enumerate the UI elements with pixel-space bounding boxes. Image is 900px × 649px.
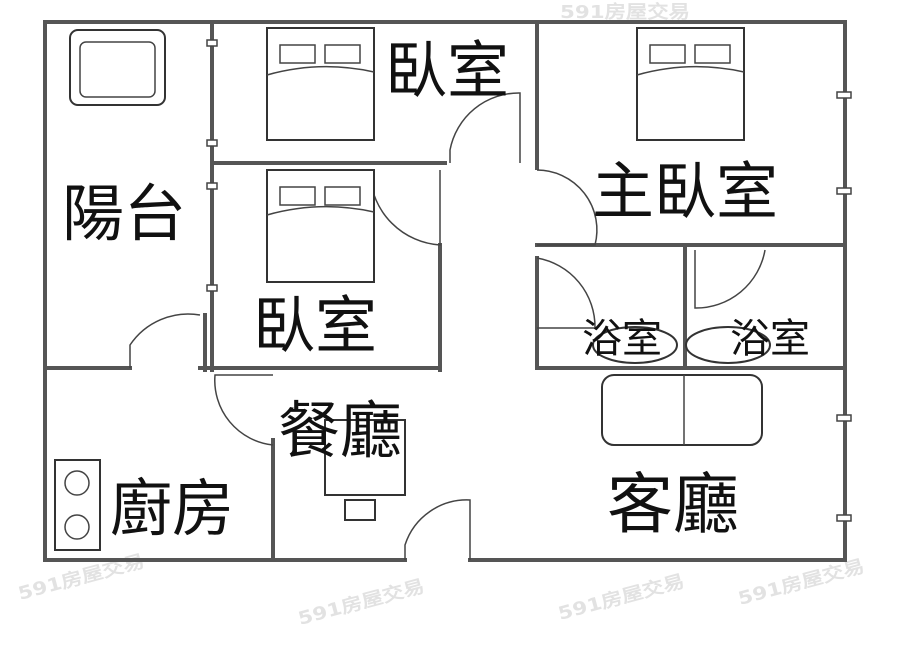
walls: [43, 20, 847, 562]
room-label-balcony: 陽台: [62, 177, 186, 250]
room-label-kitchen: 廚房: [110, 472, 234, 545]
furniture: [54, 27, 771, 551]
watermark: 591房屋交易: [736, 555, 867, 610]
toilet-icon: [685, 326, 771, 364]
room-label-master-bedroom: 主臥室: [592, 155, 778, 228]
watermark: 591房屋交易: [560, 1, 690, 23]
room-label-bedroom-middle: 臥室: [253, 289, 377, 362]
stove-icon: [54, 459, 101, 551]
room-label-dining-room: 餐廳: [278, 394, 402, 467]
room-label-living-room: 客廳: [607, 466, 739, 543]
sink-icon: [69, 29, 166, 106]
room-label-bedroom-top: 臥室: [385, 34, 509, 107]
watermark: 591房屋交易: [296, 575, 427, 630]
dining-table-icon: [324, 419, 406, 496]
watermark: 591房屋交易: [556, 570, 687, 625]
sofa-icon: [601, 374, 763, 446]
bed-icon: [266, 169, 375, 283]
doors: [129, 92, 766, 560]
room-label-bathroom-left: 浴室: [582, 316, 662, 362]
room-labels: 臥室 主臥室 陽台 臥室 浴室 浴室 餐廳 廚房 客廳: [62, 34, 810, 545]
toilet-icon: [592, 326, 678, 364]
room-label-bathroom-right: 浴室: [730, 316, 810, 362]
bed-icon: [266, 27, 375, 141]
bed-icon: [636, 27, 745, 141]
windows: [206, 39, 852, 522]
